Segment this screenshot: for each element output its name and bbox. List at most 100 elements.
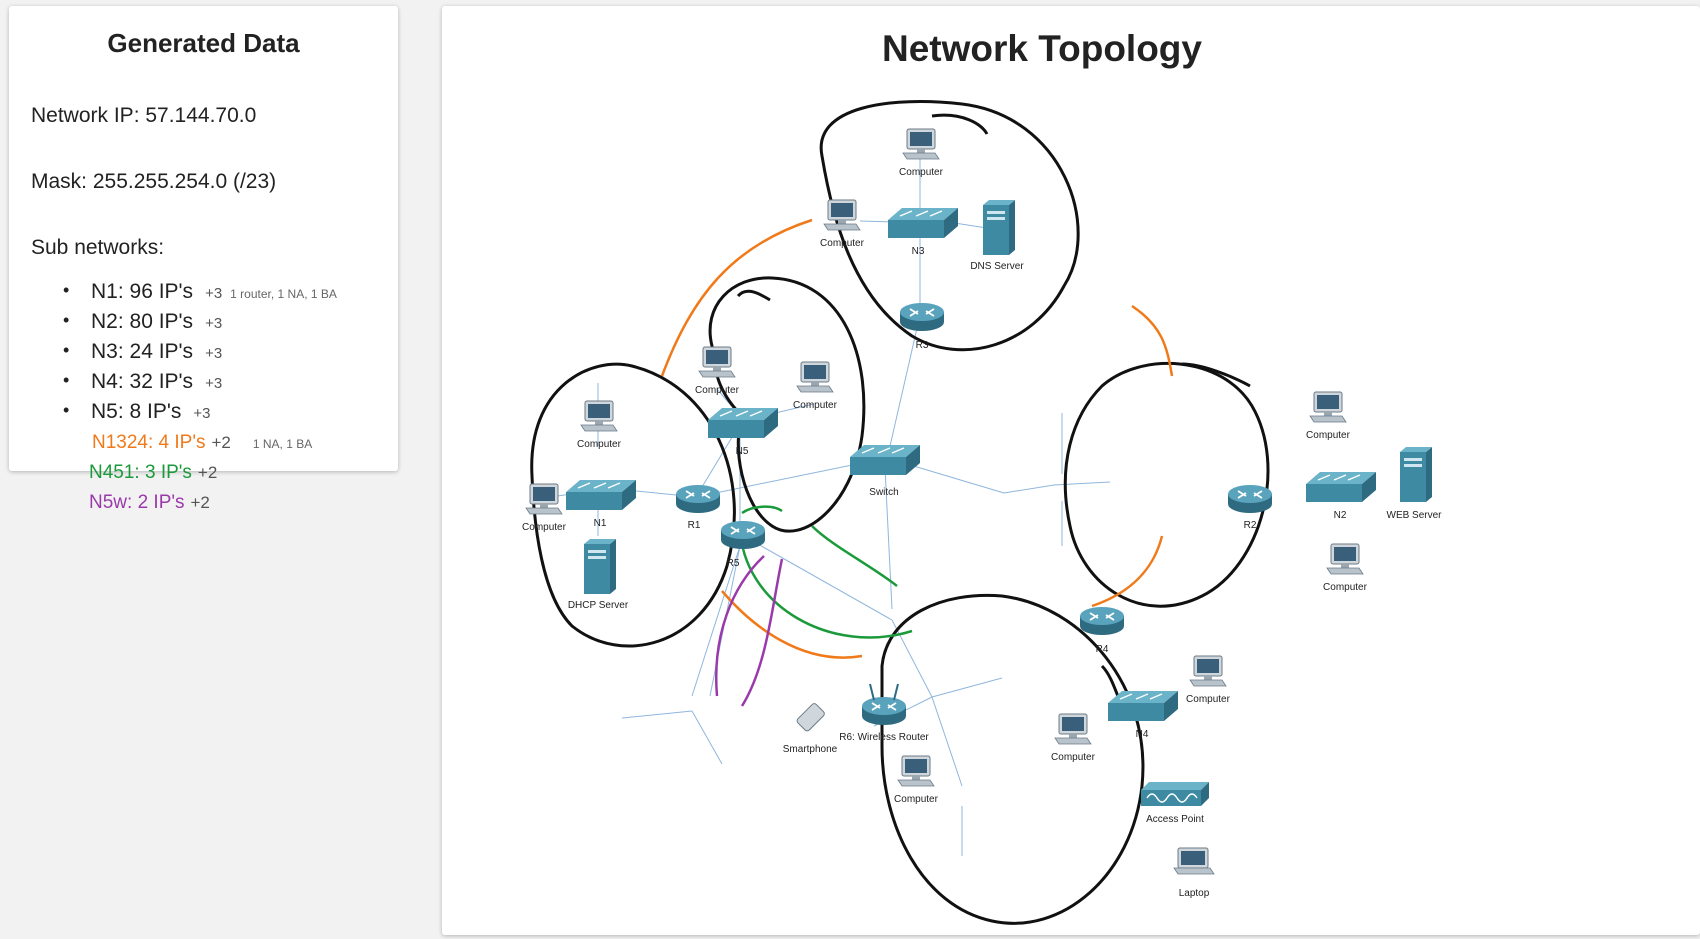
link-n1324-outline	[660, 218, 1174, 659]
subnet-item: • N2: 80 IP's +3	[63, 310, 223, 334]
subnet-label: N5: 8 IP's	[91, 400, 182, 423]
svg-text:DNS Server: DNS Server	[970, 261, 1024, 272]
svg-text:Computer: Computer	[1051, 752, 1096, 763]
svg-text:Computer: Computer	[793, 400, 838, 411]
subnet-label: N1: 96 IP's	[91, 280, 194, 303]
link-subnet-item: N1324: 4 IP's +2 1 NA, 1 BA	[92, 432, 312, 454]
subnet-extra: +3	[205, 285, 223, 302]
device-switch-n5[interactable]: N5	[707, 407, 779, 457]
svg-text:Computer: Computer	[899, 167, 944, 178]
svg-text:Computer: Computer	[522, 522, 567, 533]
bullet: •	[63, 340, 70, 360]
svg-text:Access Point: Access Point	[1146, 814, 1204, 825]
device-router-r5[interactable]: R5	[720, 520, 766, 569]
bullet: •	[63, 370, 70, 390]
subnet-item: • N3: 24 IP's +3	[63, 340, 223, 364]
link-extra: +2	[211, 433, 231, 452]
device-switch-n1[interactable]: N1	[565, 479, 637, 529]
svg-text:Computer: Computer	[1306, 430, 1351, 441]
device-router-r3[interactable]: R3	[899, 302, 945, 351]
device-switch-n2[interactable]: N2	[1305, 471, 1377, 521]
svg-text:R6: Wireless Router: R6: Wireless Router	[839, 732, 929, 743]
topology-title: Network Topology	[882, 28, 1202, 69]
generated-data-panel: Generated Data Network IP: 57.144.70.0 M…	[9, 6, 398, 471]
subnet-extra: +3	[193, 405, 211, 422]
link-extra: +2	[197, 463, 218, 482]
svg-text:R4: R4	[1096, 644, 1109, 655]
device-router-r6-wireless[interactable]: R6: Wireless Router	[839, 683, 929, 743]
subnet-extra: +3	[205, 315, 223, 332]
svg-text:R3: R3	[916, 340, 929, 351]
network-mask: Mask: 255.255.254.0 (/23)	[31, 170, 277, 193]
link-label: N5w: 2 IP's	[89, 492, 185, 513]
panel-title: Generated Data	[107, 28, 300, 58]
device-core-switch[interactable]: Switch	[849, 444, 921, 498]
device-pc-n4-right[interactable]: Computer	[1186, 655, 1231, 705]
link-subnet-item: N451: 3 IP's +2	[89, 462, 217, 484]
link-n5w-outline	[715, 555, 784, 707]
device-pc-n1-top[interactable]: Computer	[577, 400, 622, 450]
subnet-item: • N1: 96 IP's +3 1 router, 1 NA, 1 BA	[63, 280, 337, 304]
subnet-label: N3: 24 IP's	[91, 340, 194, 363]
device-access-point[interactable]: Access Point	[1141, 782, 1209, 825]
svg-text:Computer: Computer	[1323, 582, 1368, 593]
svg-text:Computer: Computer	[577, 439, 622, 450]
network-ip: Network IP: 57.144.70.0	[31, 104, 257, 127]
device-dhcp-server[interactable]: DHCP Server	[568, 539, 629, 611]
svg-text:Switch: Switch	[869, 487, 898, 498]
bullet: •	[63, 310, 70, 330]
subnet-item: • N4: 32 IP's +3	[63, 370, 223, 394]
bullet: •	[63, 280, 70, 300]
subnet-extra: +3	[205, 375, 223, 392]
link-label: N451: 3 IP's	[89, 462, 192, 483]
device-router-r4[interactable]: R4	[1079, 606, 1125, 655]
svg-text:R5: R5	[727, 558, 740, 569]
link-n451-outline	[738, 505, 913, 639]
subnet-item: • N5: 8 IP's +3	[63, 400, 211, 424]
device-router-r1[interactable]: R1	[675, 484, 721, 531]
subnet-label: N2: 80 IP's	[91, 310, 194, 333]
device-pc-n5-left[interactable]: Computer	[695, 346, 740, 396]
subnets-heading: Sub networks:	[31, 236, 165, 259]
svg-text:N1: N1	[594, 518, 607, 529]
svg-text:R2: R2	[1244, 520, 1257, 531]
link-note: 1 NA, 1 BA	[252, 437, 313, 451]
device-switch-n3[interactable]: N3	[887, 207, 959, 257]
svg-text:DHCP Server: DHCP Server	[568, 600, 629, 611]
device-router-r2[interactable]: R2	[1227, 484, 1273, 531]
device-pc-n2-top[interactable]: Computer	[1306, 391, 1351, 441]
device-pc-n3-left[interactable]: Computer	[820, 199, 865, 249]
svg-text:Computer: Computer	[894, 794, 939, 805]
svg-text:N2: N2	[1334, 510, 1347, 521]
link-label: N1324: 4 IP's	[92, 432, 206, 453]
subnet-label: N4: 32 IP's	[91, 370, 194, 393]
link-subnet-item: N5w: 2 IP's +2	[89, 492, 210, 514]
svg-text:WEB Server: WEB Server	[1386, 510, 1442, 521]
svg-text:Computer: Computer	[695, 385, 740, 396]
svg-text:Laptop: Laptop	[1179, 888, 1210, 899]
device-web-server[interactable]: WEB Server	[1386, 447, 1442, 521]
svg-text:Smartphone: Smartphone	[783, 744, 838, 755]
device-pc-n3-top[interactable]: Computer	[899, 128, 944, 178]
svg-text:N5: N5	[736, 446, 749, 457]
subnet-extra: +3	[205, 345, 223, 362]
network-topology-diagram: Computer Computer N1 DHCP Server Compute…	[522, 100, 1442, 925]
device-pc-n5-right[interactable]: Computer	[793, 361, 838, 411]
svg-text:N3: N3	[912, 246, 925, 257]
device-pc-n2-bottom[interactable]: Computer	[1323, 543, 1368, 593]
device-switch-n4[interactable]: N4	[1107, 690, 1179, 740]
svg-text:Computer: Computer	[820, 238, 865, 249]
topology-panel: Network Topology	[442, 6, 1700, 935]
device-laptop[interactable]: Laptop	[1173, 847, 1215, 899]
device-pc-n1-left[interactable]: Computer	[522, 483, 567, 533]
subnet-note: 1 router, 1 NA, 1 BA	[230, 287, 337, 301]
bullet: •	[63, 400, 70, 420]
device-pc-n4-left[interactable]: Computer	[1051, 713, 1096, 763]
svg-text:N4: N4	[1136, 729, 1149, 740]
svg-text:R1: R1	[688, 520, 701, 531]
device-pc-wireless[interactable]: Computer	[894, 755, 939, 805]
device-dns-server[interactable]: DNS Server	[970, 200, 1024, 272]
device-smartphone[interactable]: Smartphone	[783, 702, 838, 755]
link-extra: +2	[190, 493, 210, 512]
svg-text:Computer: Computer	[1186, 694, 1231, 705]
